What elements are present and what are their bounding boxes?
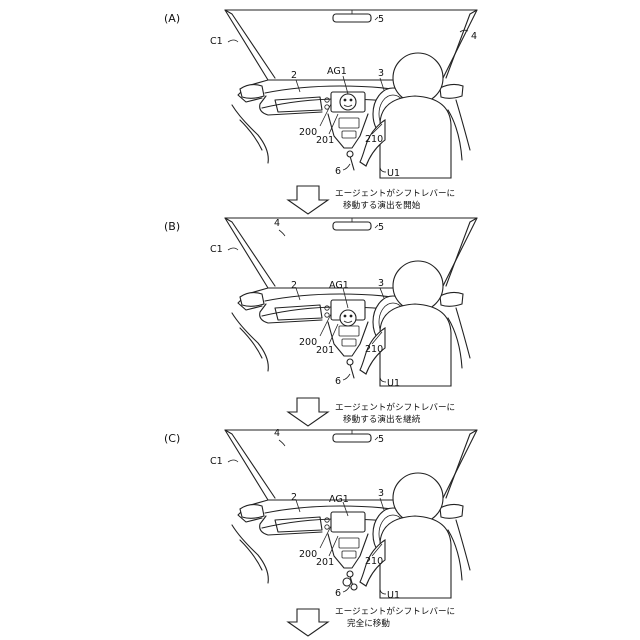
label-c1: C1 [210,244,223,255]
label-200: 200 [299,337,317,348]
label-4: 4 [471,31,477,42]
label-210: 210 [365,556,383,567]
label-5: 5 [378,222,384,233]
transition-arrow-1: エージェントがシフトレバーに 移動する演出を開始 [288,186,455,214]
label-210: 210 [365,344,383,355]
label-6: 6 [335,588,341,599]
label-u1: U1 [387,378,400,389]
label-2: 2 [291,70,297,81]
label-ag1: AG1 [327,66,347,77]
panel-b: (B) C1 4 5 2 AG1 3 200 201 210 6 U1 [164,218,477,389]
label-c1: C1 [210,456,223,467]
panel-a: (A) C1 4 5 2 AG1 3 200 201 210 6 U1 [164,10,477,179]
label-200: 200 [299,127,317,138]
label-200: 200 [299,549,317,560]
label-3: 3 [378,68,384,79]
label-u1: U1 [387,168,400,179]
panel-letter: (B) [164,220,180,233]
label-2: 2 [291,492,297,503]
arrow-caption-line2: 移動する演出を開始 [343,199,421,211]
label-3: 3 [378,278,384,289]
label-c1: C1 [210,36,223,47]
label-201: 201 [316,345,334,356]
transition-arrow-3: エージェントがシフトレバーに 完全に移動 [288,605,455,636]
label-6: 6 [335,376,341,387]
agent-face [343,578,357,590]
panel-letter: (C) [164,432,180,445]
label-5: 5 [378,14,384,25]
label-6: 6 [335,166,341,177]
arrow-caption-line2: 完全に移動 [347,617,390,629]
arrow-caption-line1: エージェントがシフトレバーに [335,187,455,199]
panel-c: (C) C1 4 5 2 AG1 3 200 201 210 6 U1 [164,428,477,601]
label-ag1: AG1 [329,494,349,505]
arrow-caption-line2: 移動する演出を継続 [343,413,421,425]
agent-face [340,310,356,326]
label-3: 3 [378,488,384,499]
label-u1: U1 [387,590,400,601]
label-4: 4 [274,428,280,439]
arrow-caption-line1: エージェントがシフトレバーに [335,401,455,413]
transition-arrow-2: エージェントがシフトレバーに 移動する演出を継続 [288,398,455,426]
label-2: 2 [291,280,297,291]
label-5: 5 [378,434,384,445]
agent-face [340,94,356,110]
label-4: 4 [274,218,280,229]
label-201: 201 [316,135,334,146]
label-201: 201 [316,557,334,568]
arrow-caption-line1: エージェントがシフトレバーに [335,605,455,617]
label-ag1: AG1 [329,280,349,291]
panel-letter: (A) [164,12,180,25]
label-210: 210 [365,134,383,145]
